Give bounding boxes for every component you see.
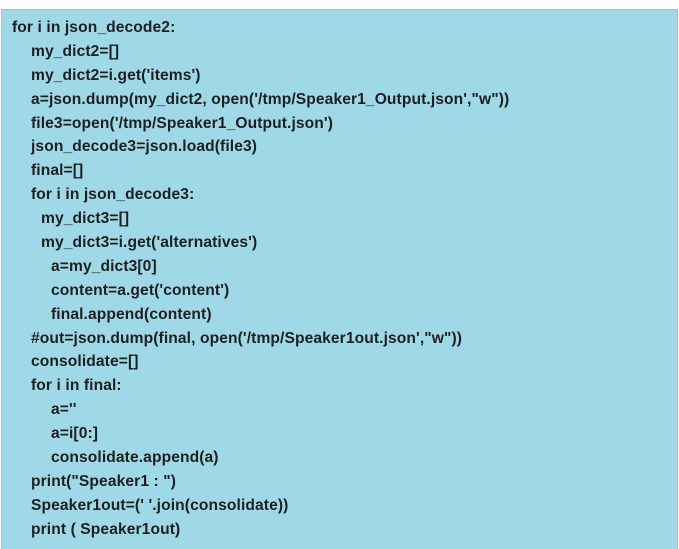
code-line: consolidate.append(a) bbox=[51, 449, 219, 467]
code-line: json_decode3=json.load(file3) bbox=[31, 138, 258, 156]
code-line: print ( Speaker1out) bbox=[31, 520, 181, 538]
code-line: Speaker1out=(' '.join(consolidate)) bbox=[31, 496, 289, 514]
code-line: a=i[0:] bbox=[51, 425, 99, 443]
code-line: for i in json_decode2: bbox=[12, 19, 176, 36]
code-line: a=json.dump(my_dict2, open('/tmp/Speaker… bbox=[31, 90, 510, 108]
code-line: final=[] bbox=[31, 162, 84, 180]
code-line: final.append(content) bbox=[51, 305, 212, 323]
code-line: a=my_dict3[0] bbox=[51, 257, 157, 275]
code-line: for i in final: bbox=[31, 377, 122, 395]
code-line: my_dict3=[] bbox=[41, 210, 130, 228]
code-line: consolidate=[] bbox=[31, 353, 139, 371]
code-line: content=a.get('content') bbox=[51, 281, 230, 299]
code-line: for i in json_decode3: bbox=[31, 186, 195, 204]
code-line: my_dict2=[] bbox=[31, 42, 120, 60]
code-line: my_dict2=i.get('items') bbox=[31, 66, 201, 84]
code-line: print("Speaker1 : ") bbox=[31, 472, 177, 490]
code-line: file3=open('/tmp/Speaker1_Output.json') bbox=[31, 114, 334, 132]
code-line: a='' bbox=[51, 401, 77, 419]
code-block: for i in json_decode2: my_dict2=[] my_di… bbox=[2, 16, 677, 542]
code-line: my_dict3=i.get('alternatives') bbox=[41, 234, 258, 252]
code-snippet-panel: for i in json_decode2: my_dict2=[] my_di… bbox=[1, 9, 678, 549]
code-line: #out=json.dump(final, open('/tmp/Speaker… bbox=[31, 329, 463, 347]
